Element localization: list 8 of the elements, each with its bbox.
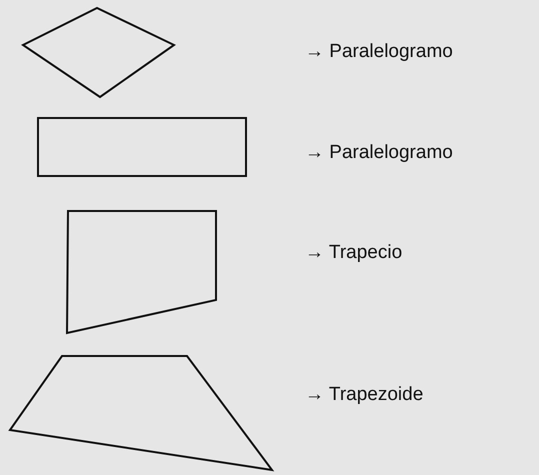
shape-name-label: → Paralelogramo (305, 142, 453, 164)
trapezium-shape (67, 211, 216, 333)
shape-name-label: → Trapezoide (305, 384, 424, 406)
rectangle-shape (38, 118, 246, 176)
shape-name-label: → Trapecio (305, 242, 402, 264)
shape-name-label: → Paralelogramo (305, 41, 453, 63)
rhombus-shape (23, 8, 174, 97)
quadrilateral-shape (10, 356, 272, 470)
